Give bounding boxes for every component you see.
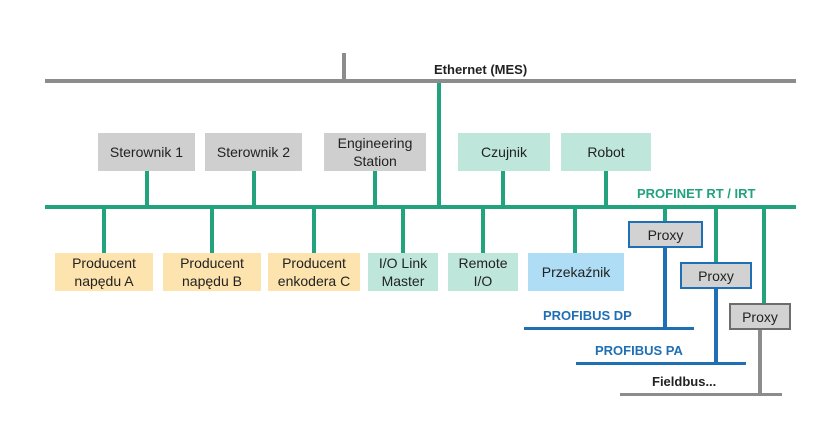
device-przekaznik: Przekaźnik — [528, 253, 624, 291]
stub-proxy-2 — [714, 209, 718, 262]
profinet-bus — [45, 205, 796, 209]
stub-producent-a — [102, 209, 106, 254]
device-producent-napedu-a: Producent napędu A — [55, 253, 153, 291]
device-io-link-master: I/O Link Master — [368, 253, 438, 291]
stub-przekaznik — [573, 209, 577, 254]
stub-producent-c — [312, 209, 316, 254]
profibus-pa-label: PROFIBUS PA — [595, 343, 683, 358]
proxy-dp-link — [663, 248, 667, 329]
ethernet-uplink — [342, 53, 346, 81]
stub-czujnik — [501, 171, 505, 207]
ethernet-profinet-riser — [437, 83, 441, 207]
device-producent-napedu-b: Producent napędu B — [163, 253, 261, 291]
stub-sterownik-2 — [252, 171, 256, 207]
proxy-fieldbus-link — [758, 330, 762, 395]
ethernet-bus — [45, 79, 796, 83]
stub-proxy-3 — [762, 209, 766, 303]
proxy-pa-link — [714, 289, 718, 364]
proxy-fieldbus: Proxy — [729, 303, 791, 330]
stub-io-link-master — [401, 209, 405, 254]
proxy-profibus-pa: Proxy — [680, 262, 752, 289]
stub-sterownik-1 — [145, 171, 149, 207]
device-sterownik-1: Sterownik 1 — [98, 133, 195, 171]
proxy-profibus-dp: Proxy — [628, 221, 703, 248]
profibus-dp-bus — [524, 327, 694, 330]
profibus-pa-bus — [576, 362, 746, 365]
stub-producent-b — [210, 209, 214, 254]
device-remote-io: Remote I/O — [448, 253, 518, 291]
stub-proxy-1 — [663, 209, 667, 221]
fieldbus-bus — [620, 393, 782, 396]
device-sterownik-2: Sterownik 2 — [205, 133, 302, 171]
profibus-dp-label: PROFIBUS DP — [543, 308, 632, 323]
ethernet-label: Ethernet (MES) — [434, 62, 528, 77]
fieldbus-label: Fieldbus... — [652, 374, 717, 389]
device-engineering-station: Engineering Station — [324, 133, 426, 171]
device-czujnik: Czujnik — [458, 133, 550, 171]
stub-engineering-station — [373, 171, 377, 207]
device-robot: Robot — [561, 133, 651, 171]
profinet-label: PROFINET RT / IRT — [637, 186, 756, 201]
stub-robot — [604, 171, 608, 207]
device-producent-enkodera-c: Producent enkodera C — [268, 253, 360, 291]
stub-remote-io — [481, 209, 485, 254]
